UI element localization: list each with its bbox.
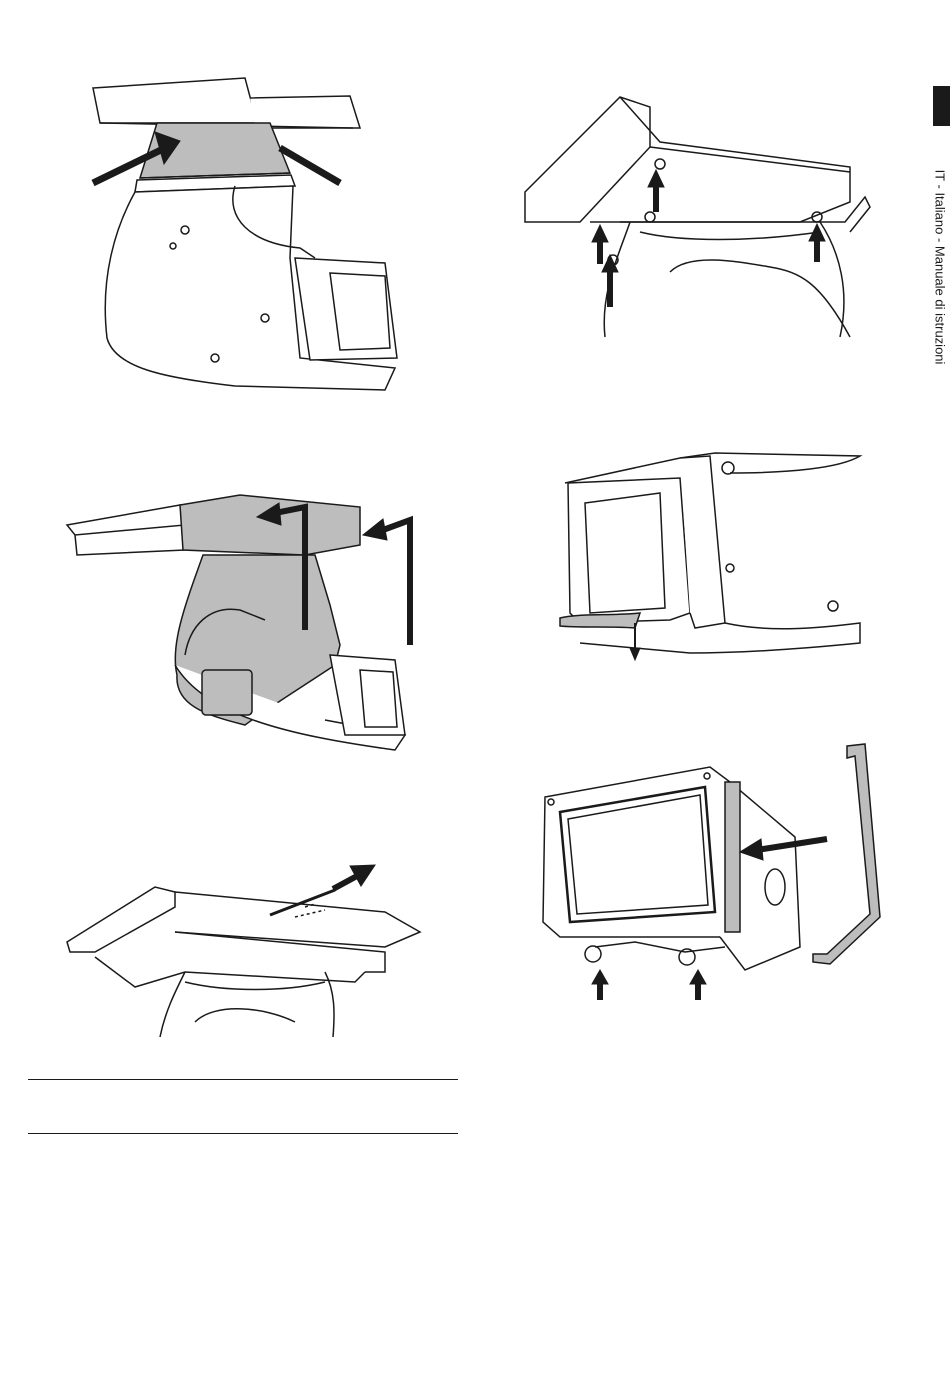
figure-housing-lifted	[65, 495, 425, 765]
language-label-text: IT - Italiano - Manuale di istruzioni	[933, 170, 948, 365]
figure-ceiling-plate-screws	[520, 92, 895, 337]
separator-rule-top	[28, 1079, 458, 1080]
separator-rule-bottom	[28, 1133, 458, 1134]
figure-window-cable	[550, 448, 865, 673]
language-tab-marker	[933, 86, 950, 126]
figure-bracket-attachment	[535, 742, 895, 1010]
figure-housing-removal	[85, 68, 455, 398]
figure-rod-insertion	[65, 862, 425, 1037]
language-label: IT - Italiano - Manuale di istruzioni	[930, 132, 950, 402]
